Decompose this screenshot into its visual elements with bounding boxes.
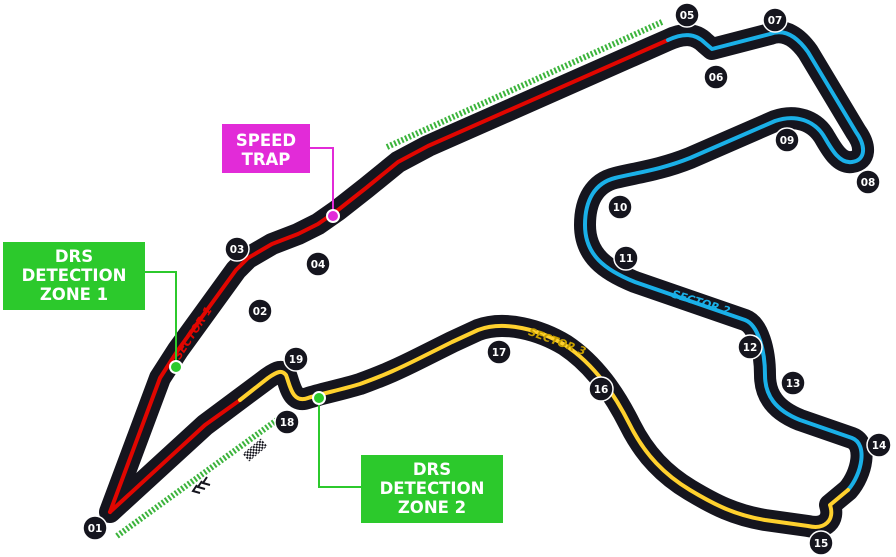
turn-badge-circle <box>866 432 892 458</box>
drs-detection-1-connector <box>145 271 177 363</box>
turn-badge-18: 18 <box>274 409 300 435</box>
turn-badge-14: 14 <box>866 432 892 458</box>
drs-zone-stripe-main-straight <box>115 409 290 539</box>
speed-trap-label-line1: SPEED <box>236 131 296 150</box>
sector-2-line <box>583 30 865 492</box>
turn-badge-circle <box>283 346 309 372</box>
sector-1-line-pit <box>108 398 242 514</box>
turn-badge-circle <box>613 245 639 271</box>
turn-badge-03: 03 <box>224 236 250 262</box>
drs-detection-2-marker <box>312 391 326 405</box>
turn-badge-circle <box>774 127 800 153</box>
turn-badge-08: 08 <box>855 169 881 195</box>
turn-badge-05: 05 <box>674 2 700 28</box>
turn-badge-circle <box>82 515 108 541</box>
turn-badges: 01 02 03 04 05 06 07 08 09 10 11 12 13 14 15 16 17 18 19 <box>82 2 892 556</box>
turn-badge-01: 01 <box>82 515 108 541</box>
sector-3-line <box>238 323 850 529</box>
turn-number-label: 11 <box>619 253 634 265</box>
turn-badge-circle <box>703 64 729 90</box>
turn-number-label: 05 <box>680 10 695 22</box>
drs-zone-stripe-kemmel <box>385 19 664 150</box>
turn-badge-circle <box>588 376 614 402</box>
turn-number-label: 15 <box>814 538 829 550</box>
turn-badge-circle <box>247 298 273 324</box>
turn-badge-circle <box>855 169 881 195</box>
drs-detection-1-line1: DRS <box>55 247 93 266</box>
drs-detection-1-box <box>3 242 145 310</box>
turn-number-label: 18 <box>280 417 295 429</box>
chequered-flag-icon <box>242 438 268 462</box>
turn-badge-09: 09 <box>774 127 800 153</box>
turn-badge-circle <box>674 2 700 28</box>
turn-number-label: 13 <box>786 378 801 390</box>
track-outline <box>99 21 874 538</box>
turn-badge-06: 06 <box>703 64 729 90</box>
turn-number-label: 16 <box>594 384 609 396</box>
drs-detection-1-line3: ZONE 1 <box>40 285 108 304</box>
drs-detection-2-connector <box>318 402 361 488</box>
turn-number-label: 02 <box>253 306 268 318</box>
speed-trap-box <box>222 124 310 173</box>
turn-badge-19: 19 <box>283 346 309 372</box>
turn-badge-circle <box>780 370 806 396</box>
turn-badge-04: 04 <box>305 251 331 277</box>
turn-number-label: 19 <box>289 354 304 366</box>
turn-number-label: 01 <box>88 523 103 535</box>
drs-detection-2-box <box>361 455 503 523</box>
turn-badge-circle <box>808 530 834 556</box>
turn-number-label: 17 <box>492 347 507 359</box>
turn-badge-circle <box>274 409 300 435</box>
turn-badge-circle <box>607 194 633 220</box>
speed-trap-connector <box>310 147 334 212</box>
speed-trap-label-line2: TRAP <box>242 150 291 169</box>
turn-badge-11: 11 <box>613 245 639 271</box>
turn-number-label: 14 <box>872 440 887 452</box>
turn-badge-16: 16 <box>588 376 614 402</box>
turn-badge-12: 12 <box>737 334 763 360</box>
turn-badge-circle <box>224 236 250 262</box>
turn-number-label: 06 <box>709 72 724 84</box>
turn-number-label: 07 <box>768 15 783 27</box>
direction-chevrons-icon <box>191 476 211 494</box>
sector-1-line <box>108 38 670 514</box>
turn-badge-02: 02 <box>247 298 273 324</box>
turn-number-label: 03 <box>230 244 245 256</box>
turn-number-label: 08 <box>861 177 876 189</box>
speed-trap-marker <box>326 209 340 223</box>
turn-badge-13: 13 <box>780 370 806 396</box>
turn-badge-circle <box>486 339 512 365</box>
turn-badge-circle <box>737 334 763 360</box>
turn-badge-10: 10 <box>607 194 633 220</box>
drs-detection-1-marker <box>169 360 183 374</box>
turn-number-label: 04 <box>311 259 326 271</box>
turn-number-label: 10 <box>613 202 628 214</box>
turn-badge-15: 15 <box>808 530 834 556</box>
drs-detection-2-line1: DRS <box>413 460 451 479</box>
drs-detection-1-line2: DETECTION <box>22 266 127 285</box>
drs-detection-2-line2: DETECTION <box>380 479 485 498</box>
drs-detection-2-line3: ZONE 2 <box>398 498 466 517</box>
turn-badge-07: 07 <box>762 7 788 33</box>
turn-number-label: 09 <box>780 135 795 147</box>
turn-badge-17: 17 <box>486 339 512 365</box>
turn-number-label: 12 <box>743 342 758 354</box>
turn-badge-circle <box>305 251 331 277</box>
turn-badge-circle <box>762 7 788 33</box>
